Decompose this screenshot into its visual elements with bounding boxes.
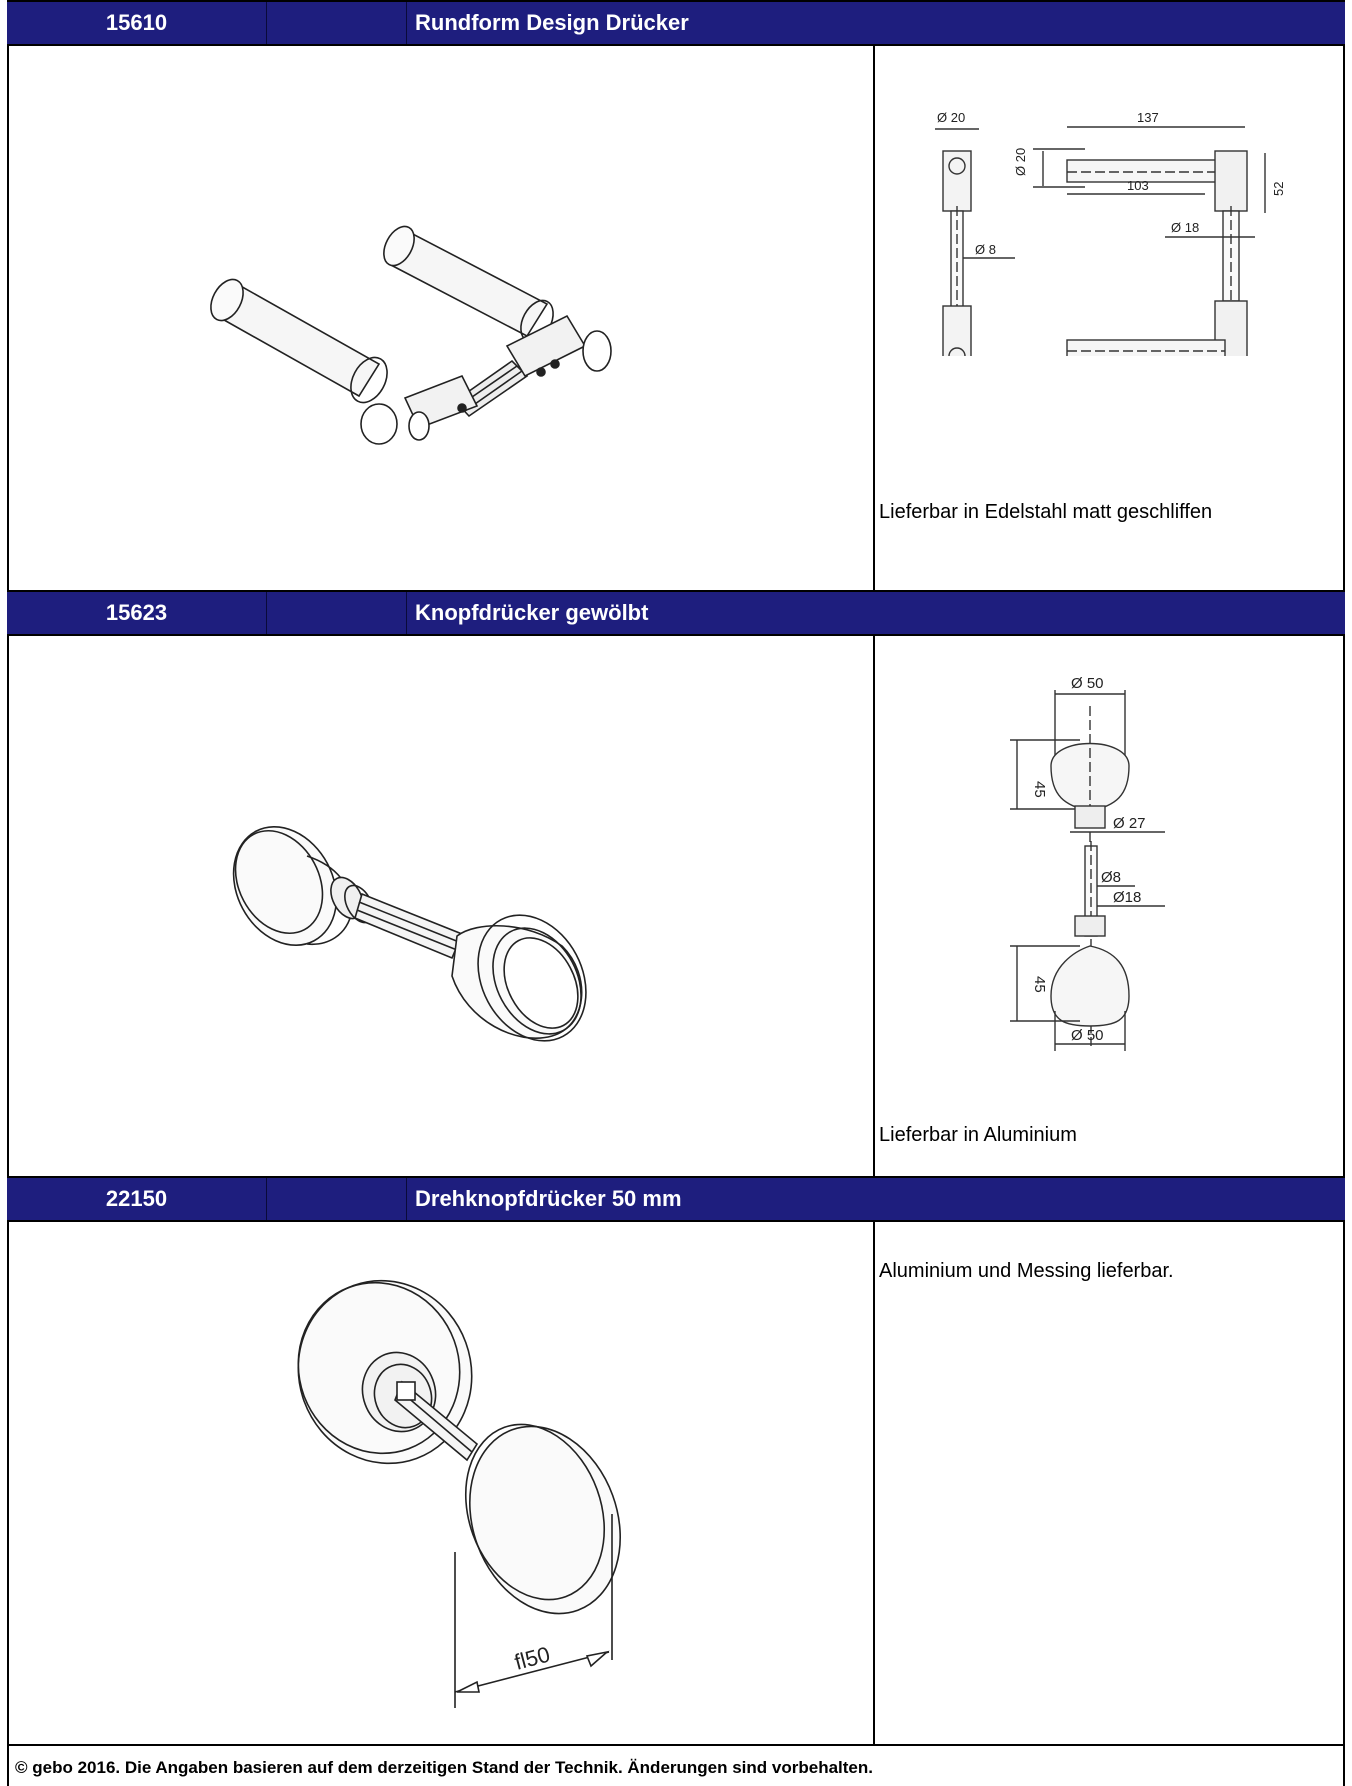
product-name: Knopfdrücker gewölbt (415, 600, 649, 625)
dimension-label: fl50 (512, 1641, 553, 1674)
product-name: Drehknopfdrücker 50 mm (415, 1186, 682, 1211)
dimension-label: 45 (1031, 976, 1048, 993)
product-header-2: 15623 Knopfdrücker gewölbt (7, 590, 1345, 636)
copyright-footer: © gebo 2016. Die Angaben basieren auf de… (7, 1744, 1345, 1786)
dimension-label: Ø 50 (1071, 1027, 1104, 1044)
header-spacer (267, 1178, 407, 1220)
header-spacer (267, 2, 407, 44)
product-header-3: 22150 Drehknopfdrücker 50 mm (7, 1176, 1345, 1222)
dimension-label: Ø18 (1113, 889, 1141, 906)
dimension-label: Ø 18 (1171, 220, 1199, 235)
product-description: Lieferbar in Edelstahl matt geschliffen (879, 501, 1213, 523)
dimension-label: 137 (1137, 110, 1159, 125)
product-image-2 (7, 636, 875, 1176)
technical-drawing: Ø 50 45 Ø 27 Ø8 Ø18 45 Ø 50 (1010, 675, 1165, 1051)
dimension-label: 103 (1127, 178, 1149, 193)
datasheet (7, 0, 1345, 1786)
product-image-1 (7, 46, 875, 590)
lever-handle-illustration (210, 225, 612, 445)
product-number: 22150 (7, 1178, 267, 1220)
product-body-1: Ø 20 Ø 20 137 103 52 Ø 18 Ø 8 Lieferbar … (7, 46, 1345, 590)
dimension-label: Ø 50 (1071, 675, 1104, 692)
product-info-1: Ø 20 Ø 20 137 103 52 Ø 18 Ø 8 Lieferbar … (875, 46, 1345, 590)
product-number: 15623 (7, 592, 267, 634)
product-body-2: Ø 50 45 Ø 27 Ø8 Ø18 45 Ø 50 Lieferbar in… (7, 636, 1345, 1176)
product-info-2: Ø 50 45 Ø 27 Ø8 Ø18 45 Ø 50 Lieferbar in… (875, 636, 1345, 1176)
product-info-3: Aluminium und Messing lieferbar. (875, 1222, 1345, 1744)
header-spacer (267, 592, 407, 634)
product-image-3: fl50 (7, 1222, 875, 1744)
knob-handle-illustration (232, 826, 587, 1042)
product-header-1: 15610 Rundform Design Drücker (7, 0, 1345, 46)
dimension-label: 45 (1031, 781, 1048, 798)
product-number: 15610 (7, 2, 267, 44)
turn-knob-illustration: fl50 (297, 1279, 622, 1708)
dimension-label: Ø 27 (1113, 815, 1146, 832)
technical-drawing: Ø 20 Ø 20 137 103 52 Ø 18 Ø 8 (935, 110, 1286, 356)
dimension-label: Ø 20 (937, 110, 965, 125)
product-body-3: fl50 Aluminium und Messing lieferbar. (7, 1222, 1345, 1744)
product-name: Rundform Design Drücker (415, 10, 689, 35)
product-description: Lieferbar in Aluminium (879, 1124, 1077, 1146)
dimension-label: 52 (1271, 182, 1286, 196)
dimension-label: Ø 20 (1013, 148, 1028, 176)
dimension-label: Ø 8 (975, 242, 996, 257)
product-description: Aluminium und Messing lieferbar. (879, 1260, 1174, 1282)
dimension-label: Ø8 (1101, 869, 1121, 886)
